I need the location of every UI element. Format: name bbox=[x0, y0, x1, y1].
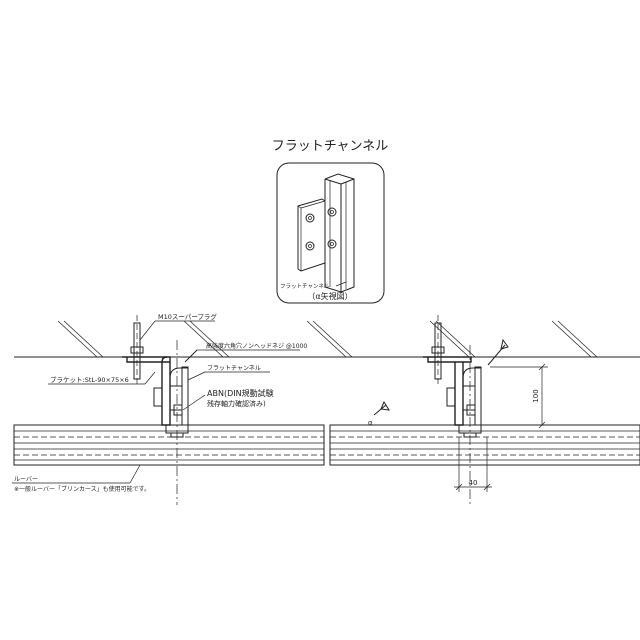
alpha-view-arrow: α bbox=[368, 400, 390, 427]
flat-channel-3d bbox=[324, 173, 355, 293]
bracket-assembly-left bbox=[122, 315, 198, 505]
louver-left bbox=[13, 424, 325, 466]
label-flat-channel: フラットチャンネル bbox=[207, 365, 261, 372]
label-abn-line2: 残存軸力確認済み) bbox=[207, 399, 266, 408]
label-m10-plug: M10スーパープラグ bbox=[158, 312, 217, 321]
bolt-icon bbox=[305, 213, 315, 223]
label-louver-note: ※一般ルーバー「ブリンカース」も使用可能です。 bbox=[14, 485, 150, 493]
bolt-icon bbox=[305, 241, 315, 251]
detail-caption: （α矢視図） bbox=[307, 291, 352, 301]
label-bracket: ブラケット:StL-90×75×6 bbox=[50, 375, 129, 384]
slab-hatch bbox=[57, 320, 598, 358]
label-abn-line1: ABN(DIN規動試験 bbox=[207, 388, 274, 398]
dimension-horizontal-value: 40 bbox=[469, 479, 478, 487]
detail-view: フラットチャンネル （α矢視図） bbox=[276, 162, 385, 304]
alpha-label: α bbox=[368, 419, 373, 427]
bracket-assembly-right bbox=[423, 315, 509, 505]
dimension-horizontal: 40 bbox=[454, 437, 492, 492]
dimension-vertical: 100 bbox=[490, 363, 548, 429]
bracket-plate bbox=[297, 198, 337, 272]
annotations: M10スーパープラグ 高強度六角穴ノンヘッドネジ @1000 ブラケット:StL… bbox=[12, 312, 307, 493]
bolt-icon bbox=[327, 207, 337, 217]
detail-frame bbox=[276, 162, 385, 304]
bolt-icon bbox=[327, 239, 337, 249]
label-screw: 高強度六角穴ノンヘッドネジ @1000 bbox=[206, 342, 307, 350]
dimension-vertical-value: 100 bbox=[532, 389, 540, 402]
drawing-title: フラットチャンネル bbox=[272, 139, 389, 154]
detail-inner-label: フラットチャンネル bbox=[280, 283, 330, 290]
label-louver: ルーバー bbox=[14, 476, 38, 483]
louver-right bbox=[329, 424, 640, 466]
